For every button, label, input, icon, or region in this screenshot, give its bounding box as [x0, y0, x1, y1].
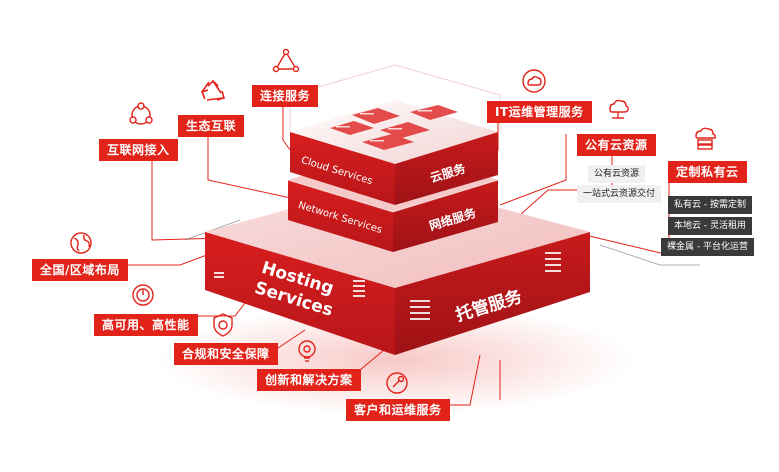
public-cloud-item: 公有云资源 — [588, 165, 646, 183]
tag-ecosystem-interconnect: 生态互联 — [178, 115, 245, 137]
private-cloud-item: 裸金属 - 平台化运营 — [661, 238, 754, 256]
cloud-network-icon — [603, 93, 633, 123]
tag-innovation-solutions: 创新和解决方案 — [257, 369, 361, 391]
lightbulb-target-icon — [292, 336, 322, 366]
tag-internet-access: 互联网接入 — [99, 139, 178, 161]
wrench-gear-icon — [382, 368, 412, 398]
tag-high-availability: 高可用、高性能 — [94, 314, 198, 336]
triangle-network-icon — [271, 46, 301, 76]
recycle-icon — [198, 77, 228, 107]
cloud-server-icon — [690, 123, 720, 153]
speedometer-icon — [128, 280, 158, 310]
tag-custom-private-cloud: 定制私有云 — [668, 161, 747, 183]
tag-customer-ops-services: 客户和运维服务 — [346, 399, 450, 421]
private-cloud-item: 私有云 - 按需定制 — [668, 196, 752, 214]
tag-public-cloud-resources: 公有云资源 — [577, 134, 656, 156]
tag-connect-services: 连接服务 — [252, 85, 319, 107]
tag-it-ops-management: IT运维管理服务 — [487, 101, 592, 123]
cloud-gear-icon — [519, 66, 549, 96]
globe-icon — [66, 228, 96, 258]
cloud-layer — [290, 100, 498, 205]
private-cloud-item: 本地云 - 灵活租用 — [668, 217, 752, 235]
tag-national-regional-layout: 全国/区域布局 — [32, 259, 128, 281]
network-people-icon — [126, 100, 156, 130]
shield-gear-icon — [208, 310, 238, 340]
tag-compliance-security: 合规和安全保障 — [174, 343, 278, 365]
public-cloud-item: 一站式云资源交付 — [577, 185, 662, 203]
